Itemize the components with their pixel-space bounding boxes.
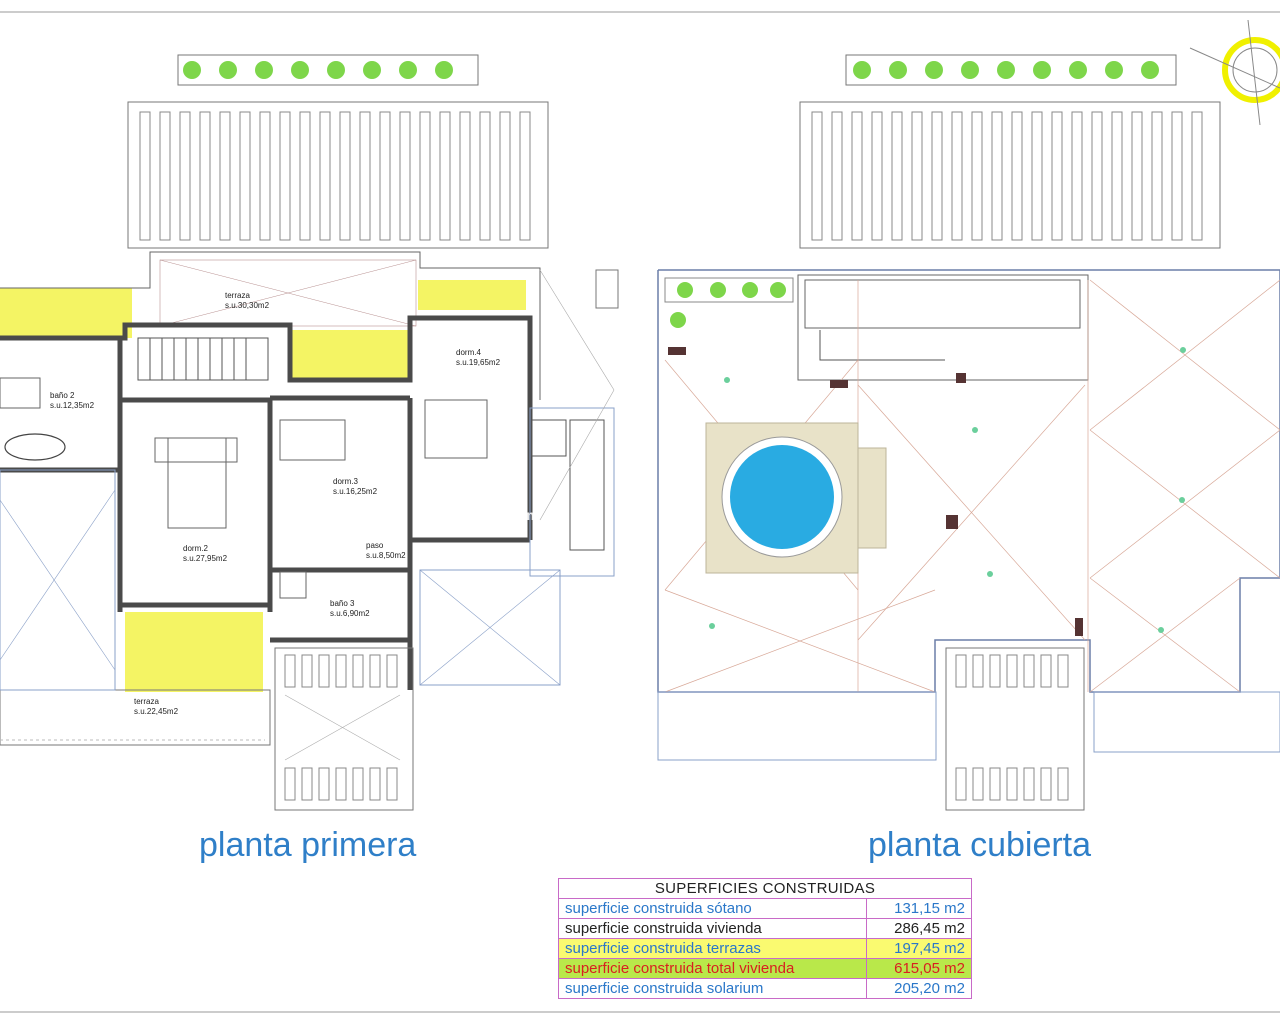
area-dorm4: s.u.19,65m2 [456, 358, 501, 367]
bathtub [4, 433, 66, 461]
title-planta-cubierta: planta cubierta [868, 826, 1092, 864]
label-terraza-bottom: terraza [134, 697, 159, 706]
surfaces-header: SUPERFICIES CONSTRUIDAS [558, 878, 972, 899]
palm-icons [183, 61, 453, 79]
bed-dorm2 [167, 437, 227, 529]
surfaces-table: SUPERFICIES CONSTRUIDAS superficie const… [558, 878, 972, 999]
terrace-yellow-4 [125, 612, 263, 692]
plan-primera: terraza s.u.30,30m2 dorm.4 s.u.19,65m2 b… [0, 54, 619, 811]
pergola-bottom-right [945, 647, 1085, 811]
row-label: superficie construida vivienda [558, 918, 867, 939]
row-label: superficie construida terrazas [558, 938, 867, 959]
area-bano2: s.u.12,35m2 [50, 401, 95, 410]
row-label: superficie construida solarium [558, 978, 867, 999]
pergola-top-left [127, 101, 549, 249]
area-dorm3: s.u.16,25m2 [333, 487, 378, 496]
row-value: 131,15 m2 [866, 898, 972, 919]
palm-icons-right [853, 61, 1159, 79]
label-terraza-top: terraza [225, 291, 250, 300]
terrace-yellow-2 [290, 330, 410, 380]
row-label: superficie construida total vivienda [558, 958, 867, 979]
watermark: com [510, 507, 539, 523]
row-value: 286,45 m2 [866, 918, 972, 939]
table-row: superficie construida vivienda 286,45 m2 [558, 918, 972, 939]
label-paso: paso [366, 541, 384, 550]
terrace-yellow-1 [0, 288, 132, 338]
label-dorm2: dorm.2 [183, 544, 208, 553]
area-paso: s.u.8,50m2 [366, 551, 406, 560]
bed-dorm3 [279, 419, 346, 461]
row-label: superficie construida sótano [558, 898, 867, 919]
table-row: superficie construida sótano 131,15 m2 [558, 898, 972, 919]
area-terraza-top: s.u.30,30m2 [225, 301, 270, 310]
table-row: superficie construida terrazas 197,45 m2 [558, 938, 972, 959]
compass-icon [1189, 19, 1280, 126]
row-value: 615,05 m2 [866, 958, 972, 979]
label-bano3: baño 3 [330, 599, 355, 608]
title-planta-primera: planta primera [199, 826, 417, 864]
pergola-bottom-left [274, 647, 414, 811]
label-bano2: baño 2 [50, 391, 75, 400]
terrace-yellow-3 [418, 280, 526, 310]
stairs-primera [137, 337, 269, 381]
pergola-top-right [799, 101, 1221, 249]
label-dorm3: dorm.3 [333, 477, 358, 486]
area-terraza-bottom: s.u.22,45m2 [134, 707, 179, 716]
planter-top-left [177, 54, 479, 86]
table-row: superficie construida solarium 205,20 m2 [558, 978, 972, 999]
bed-dorm4 [424, 399, 488, 459]
row-value: 205,20 m2 [866, 978, 972, 999]
planter-top-right [845, 54, 1177, 86]
table-row: superficie construida total vivienda 615… [558, 958, 972, 979]
row-value: 197,45 m2 [866, 938, 972, 959]
label-dorm4: dorm.4 [456, 348, 481, 357]
area-dorm2: s.u.27,95m2 [183, 554, 228, 563]
area-bano3: s.u.6,90m2 [330, 609, 370, 618]
stairs-exterior [531, 419, 567, 457]
plan-cubierta [657, 54, 1280, 811]
